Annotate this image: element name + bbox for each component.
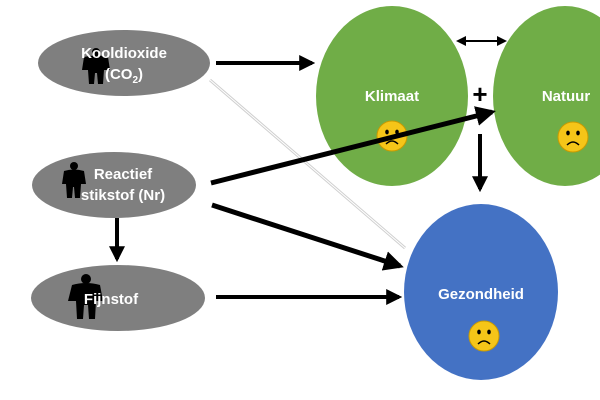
kooldioxide-formula: (CO2) — [105, 66, 143, 86]
kooldioxide-label: Kooldioxide — [81, 45, 167, 62]
gezondheid-node — [404, 204, 558, 380]
gezondheid-label: Gezondheid — [438, 286, 524, 303]
fijnstof-label: Fijnstof — [84, 291, 139, 308]
person-silhouette-icon — [62, 162, 86, 198]
fijnstof-node — [31, 265, 205, 331]
plus-sign: + — [472, 79, 487, 109]
faint-diagonal-line-inner — [209, 79, 406, 249]
sad-face-icon — [557, 121, 589, 153]
arrow-nr-to-natuur — [210, 106, 496, 186]
klimaat-label: Klimaat — [365, 88, 419, 105]
natuur-label: Natuur — [542, 88, 590, 105]
stikstof-label-line1: Reactief — [94, 166, 153, 183]
sad-face-icon — [468, 320, 500, 352]
person-silhouette-icon — [82, 48, 110, 84]
person-silhouette-icon — [68, 274, 103, 319]
kooldioxide-node — [38, 30, 210, 96]
stikstof-node — [32, 152, 196, 218]
klimaat-node — [316, 6, 468, 186]
stikstof-label-line2: stikstof (Nr) — [81, 187, 165, 204]
arrow-nr-to-gezondheid — [211, 202, 404, 271]
